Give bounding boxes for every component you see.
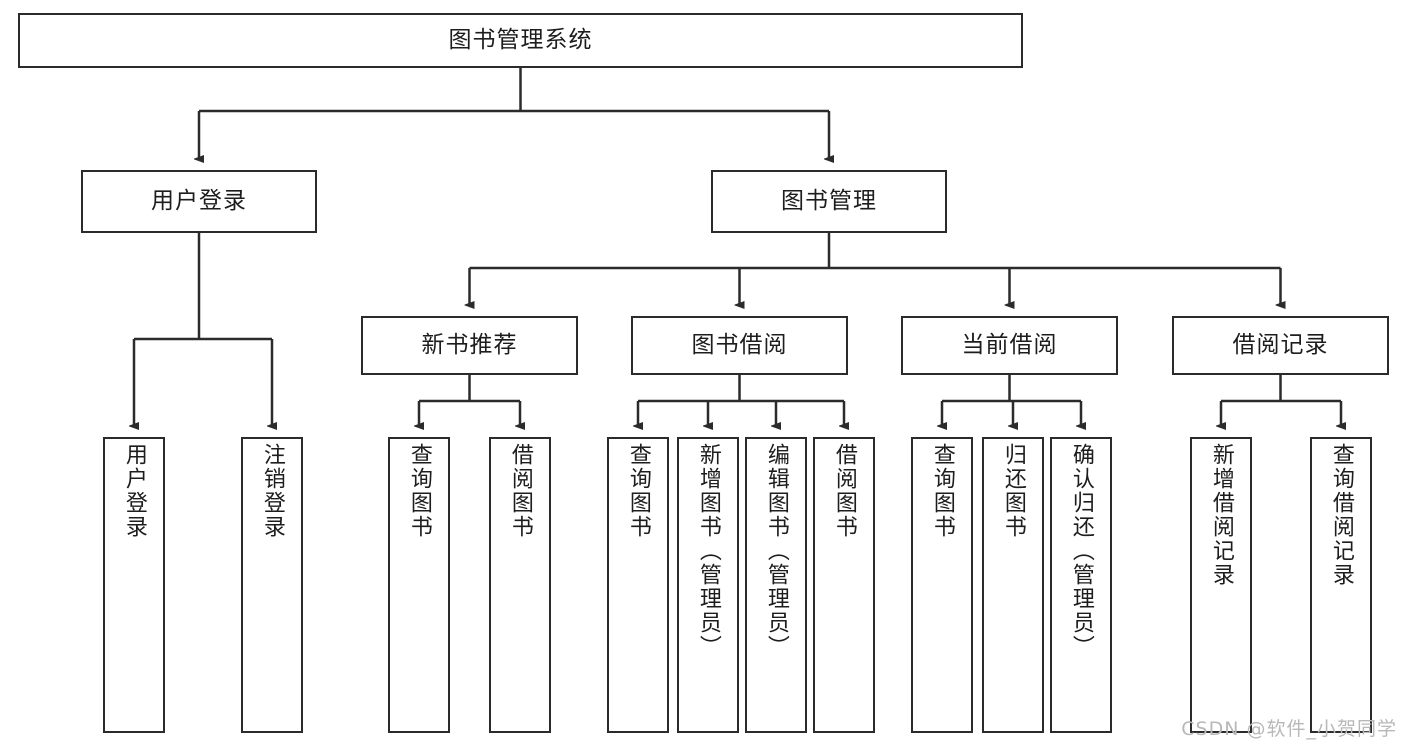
node-label: 图书管理 <box>781 187 877 214</box>
node-label: 借阅记录 <box>1232 331 1329 358</box>
node-label: 图书借阅 <box>691 331 788 358</box>
node-root[interactable]: 图书管理系统 <box>18 13 1023 68</box>
node-new-book-rec[interactable]: 新书推荐 <box>361 316 578 375</box>
node-leaf-edit-book[interactable]: 编辑图书（管理员） <box>745 437 807 733</box>
node-leaf-query-book-2[interactable]: 查询图书 <box>607 437 669 733</box>
node-label: 当前借阅 <box>961 331 1058 358</box>
node-label: 确认归还（管理员） <box>1068 443 1094 659</box>
node-label: 图书管理系统 <box>448 26 593 53</box>
node-book-manage[interactable]: 图书管理 <box>711 170 947 233</box>
node-label: 新增借阅记录 <box>1208 443 1234 587</box>
node-label: 新书推荐 <box>421 331 518 358</box>
node-label: 借阅图书 <box>507 443 533 539</box>
node-label: 查询借阅记录 <box>1328 443 1354 587</box>
node-leaf-borrow-book-2[interactable]: 借阅图书 <box>813 437 875 733</box>
node-label: 新增图书（管理员） <box>695 443 721 659</box>
node-label: 编辑图书（管理员） <box>763 443 789 659</box>
node-book-borrow[interactable]: 图书借阅 <box>631 316 848 375</box>
node-leaf-add-book[interactable]: 新增图书（管理员） <box>677 437 739 733</box>
node-leaf-query-book-1[interactable]: 查询图书 <box>388 437 450 733</box>
node-leaf-query-record[interactable]: 查询借阅记录 <box>1310 437 1372 733</box>
node-label: 借阅图书 <box>831 443 857 539</box>
node-leaf-return-book[interactable]: 归还图书 <box>982 437 1044 733</box>
node-user-login[interactable]: 用户登录 <box>81 170 317 233</box>
node-leaf-add-record[interactable]: 新增借阅记录 <box>1190 437 1252 733</box>
node-leaf-query-book-3[interactable]: 查询图书 <box>911 437 973 733</box>
node-leaf-confirm-return[interactable]: 确认归还（管理员） <box>1050 437 1112 733</box>
node-label: 归还图书 <box>1000 443 1026 539</box>
watermark-text: CSDN @软件_小贺同学 <box>1181 718 1397 740</box>
node-label: 用户登录 <box>121 443 147 539</box>
node-label: 注销登录 <box>259 443 285 539</box>
node-label: 用户登录 <box>151 187 247 214</box>
node-leaf-user-login[interactable]: 用户登录 <box>103 437 165 733</box>
node-leaf-user-logout[interactable]: 注销登录 <box>241 437 303 733</box>
node-label: 查询图书 <box>406 443 432 539</box>
node-leaf-borrow-book-1[interactable]: 借阅图书 <box>489 437 551 733</box>
node-label: 查询图书 <box>625 443 651 539</box>
node-borrow-record[interactable]: 借阅记录 <box>1172 316 1389 375</box>
node-label: 查询图书 <box>929 443 955 539</box>
node-current-borrow[interactable]: 当前借阅 <box>901 316 1118 375</box>
